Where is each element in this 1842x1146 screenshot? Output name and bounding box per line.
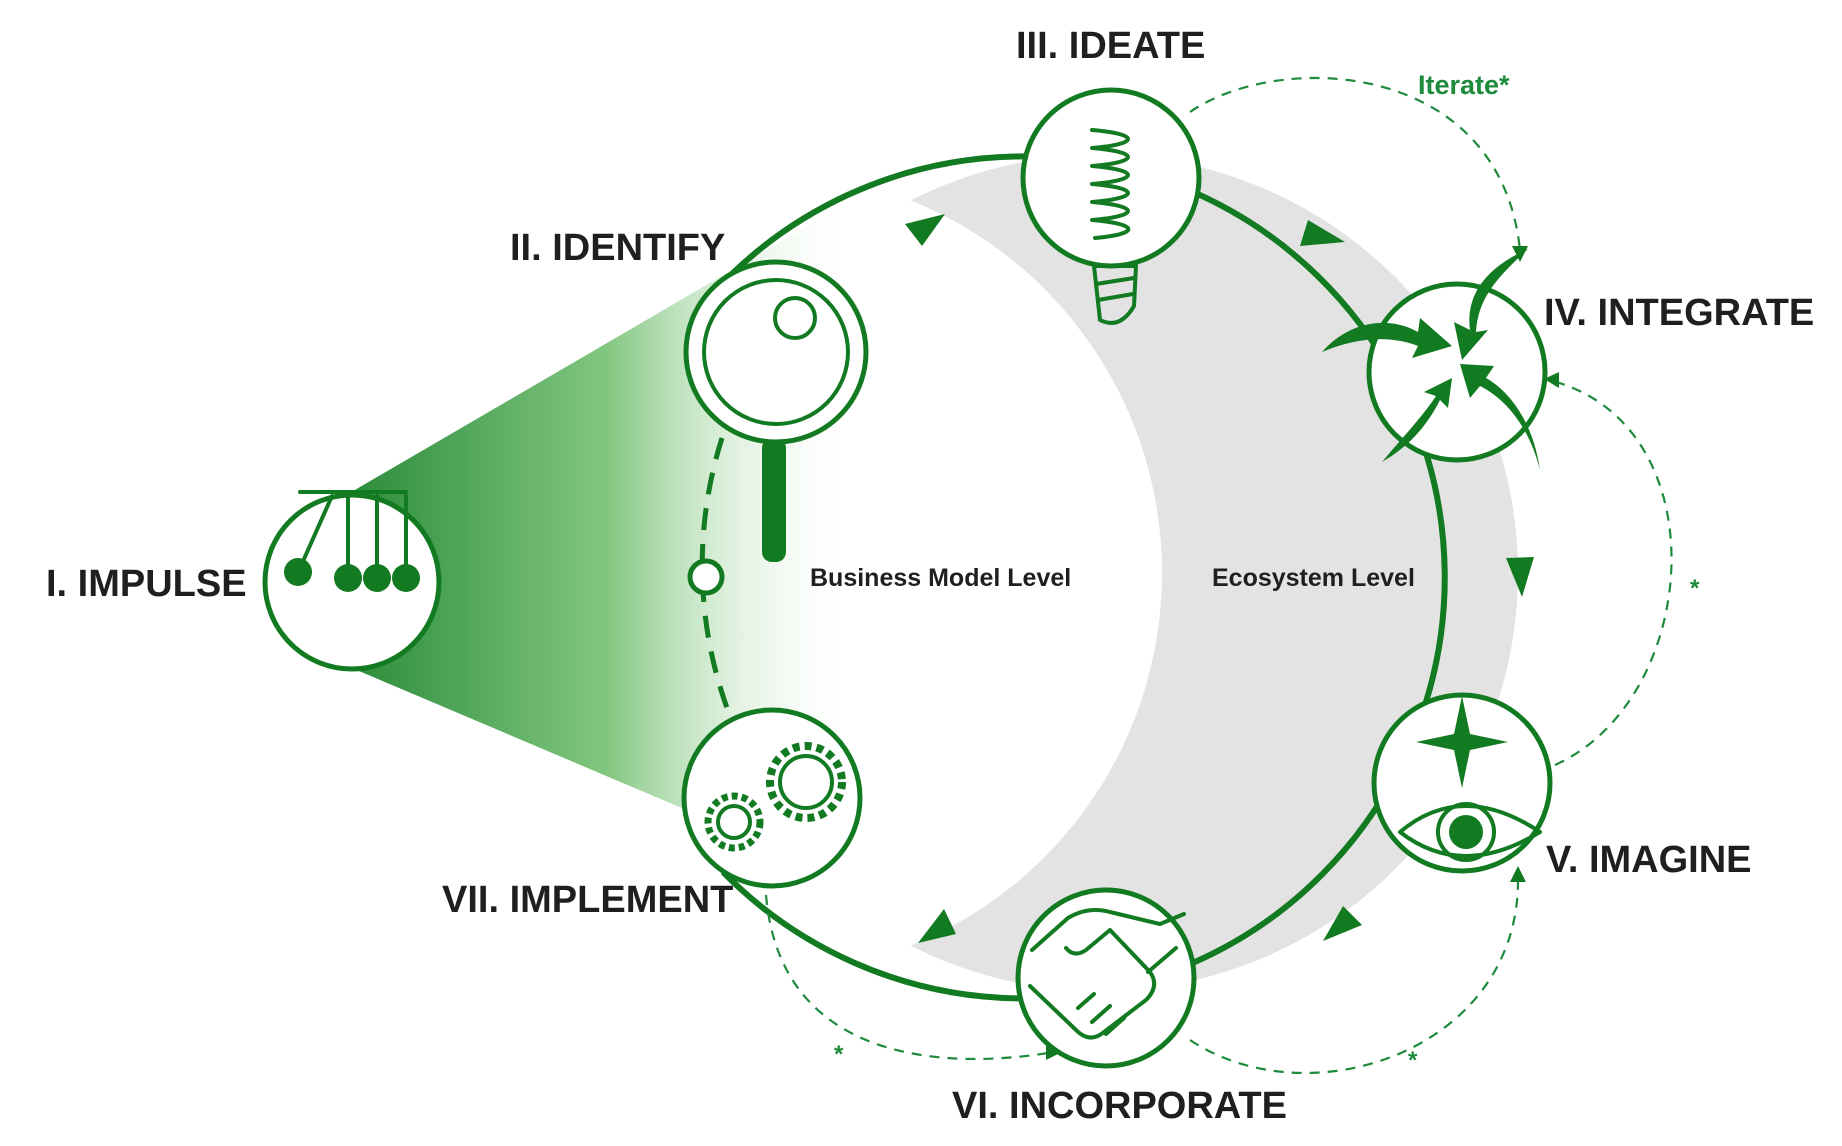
ideate-label: III. IDEATE [1016,25,1205,67]
imagine-label: V. IMAGINE [1546,839,1752,881]
iterate-loop-imagine-integrate [1554,380,1673,767]
light-bulb-icon [1090,128,1138,325]
business-model-level-label: Business Model Level [810,564,1071,592]
handshake-icon [1028,908,1186,1040]
iterate-loop-ideate-integrate [1189,76,1522,251]
newtons-cradle-icon [284,490,420,592]
integrate-label: IV. INTEGRATE [1544,292,1814,334]
impulse-node [262,490,442,672]
process-ring [715,153,1448,1002]
dashed-link-node [687,558,725,596]
asterisk-bottom-left: * [834,1041,844,1068]
ideate-node [1020,87,1202,325]
integrate-node [1322,249,1548,470]
arrow-identify-ideate [905,214,945,246]
arrow-incorporate-implement [918,909,956,943]
arrow-imagine-incorporate [1323,906,1362,941]
iterate-label: Iterate* [1418,70,1510,100]
arrow-ideate-integrate [1300,220,1345,246]
asterisk-right: * [1690,575,1700,602]
identify-implement-dashed-link [699,437,733,717]
eye-star-icon [1398,696,1542,862]
impulse-label: I. IMPULSE [46,563,247,605]
imagine-node [1371,692,1553,874]
implement-node [681,707,863,889]
arrow-integrate-imagine [1506,557,1534,597]
asterisk-bottom-right: * [1408,1047,1418,1074]
incorporate-node [1015,887,1197,1069]
identify-node [683,259,869,562]
magnifying-glass-icon [702,278,850,426]
gears-icon [704,742,846,852]
converging-arrows-icon [1322,249,1540,470]
ecosystem-level-label: Ecosystem Level [1212,564,1415,592]
identify-label: II. IDENTIFY [510,227,725,269]
incorporate-label: VI. INCORPORATE [952,1085,1287,1127]
ring-direction-arrows [905,214,1534,943]
iterate-loops [764,76,1673,1075]
iterate-loop-implement-incorporate [764,894,1049,1060]
implement-label: VII. IMPLEMENT [442,879,733,921]
iterate-loop-incorporate-imagine [1189,877,1520,1075]
